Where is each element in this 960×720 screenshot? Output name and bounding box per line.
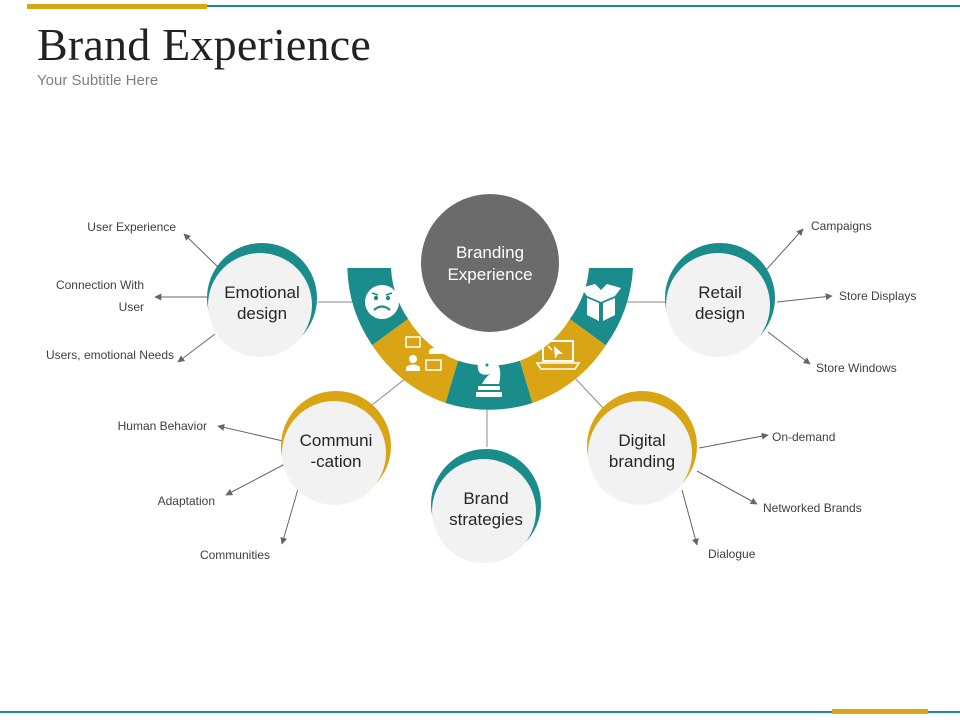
arrow-adaptation bbox=[225, 463, 286, 496]
arrow-store-windows bbox=[767, 331, 811, 365]
connector-communication bbox=[371, 374, 411, 406]
node-strategies-line2: strategies bbox=[449, 510, 523, 529]
arrow-store-displays bbox=[776, 293, 833, 303]
ring-segment-teal-bottom bbox=[445, 360, 533, 410]
center-label-line2: Experience bbox=[447, 265, 532, 284]
label-users-emotional-needs: Users, emotional Needs bbox=[46, 348, 174, 362]
label-connection-with: Connection With bbox=[56, 278, 144, 292]
laptop-cursor-icon bbox=[535, 340, 581, 370]
arrow-user-experience bbox=[183, 233, 219, 268]
node-retail-line1: Retail bbox=[698, 283, 741, 302]
node-communication: Communi -cation bbox=[281, 391, 391, 505]
sad-face-icon bbox=[365, 285, 399, 319]
label-store-windows: Store Windows bbox=[816, 361, 897, 375]
connector-lines bbox=[318, 301, 666, 447]
arrow-communities bbox=[280, 488, 299, 545]
label-adaptation: Adaptation bbox=[158, 494, 215, 508]
bottom-rule bbox=[0, 711, 960, 713]
label-on-demand: On-demand bbox=[772, 430, 835, 444]
label-human-behavior: Human Behavior bbox=[118, 419, 207, 433]
node-brand-strategies: Brand strategies bbox=[431, 449, 541, 563]
arrow-human-behavior bbox=[217, 424, 284, 442]
people-chat-icon bbox=[405, 336, 443, 371]
label-store-displays: Store Displays bbox=[839, 289, 916, 303]
node-retail-line2: design bbox=[695, 304, 745, 323]
node-emotional-line1: Emotional bbox=[224, 283, 300, 302]
arrow-networked-brands bbox=[696, 470, 758, 505]
connector-digital bbox=[571, 374, 606, 411]
box-open-icon bbox=[581, 284, 621, 321]
node-emotional-line2: design bbox=[237, 304, 287, 323]
label-communities: Communities bbox=[200, 548, 270, 562]
arrow-users-emotional-needs bbox=[177, 333, 216, 363]
node-communication-line2: -cation bbox=[310, 452, 361, 471]
chess-knight-icon bbox=[476, 357, 502, 397]
arrow-campaigns bbox=[765, 228, 804, 271]
center-node: Branding Experience bbox=[421, 194, 559, 332]
bottom-accent-bar bbox=[832, 709, 928, 714]
top-rule bbox=[207, 5, 960, 7]
page-title: Brand Experience bbox=[37, 19, 371, 70]
node-digital-line2: branding bbox=[609, 452, 675, 471]
label-networked-brands: Networked Brands bbox=[763, 501, 862, 515]
node-strategies-line1: Brand bbox=[463, 489, 508, 508]
label-arrows bbox=[154, 228, 833, 546]
node-retail-design: Retail design bbox=[665, 243, 775, 357]
node-emotional-design: Emotional design bbox=[207, 243, 317, 357]
top-accent-bar bbox=[27, 4, 207, 9]
page-subtitle: Your Subtitle Here bbox=[37, 72, 159, 89]
arrow-on-demand bbox=[698, 432, 769, 449]
label-user-experience: User Experience bbox=[87, 220, 176, 234]
label-dialogue: Dialogue bbox=[708, 547, 756, 561]
node-digital-line1: Digital bbox=[618, 431, 665, 450]
arrow-dialogue bbox=[681, 489, 699, 546]
label-user: User bbox=[119, 300, 144, 314]
label-campaigns: Campaigns bbox=[811, 219, 872, 233]
node-communication-line1: Communi bbox=[300, 431, 373, 450]
node-digital-branding: Digital branding bbox=[587, 391, 697, 505]
center-label-line1: Branding bbox=[456, 243, 524, 262]
